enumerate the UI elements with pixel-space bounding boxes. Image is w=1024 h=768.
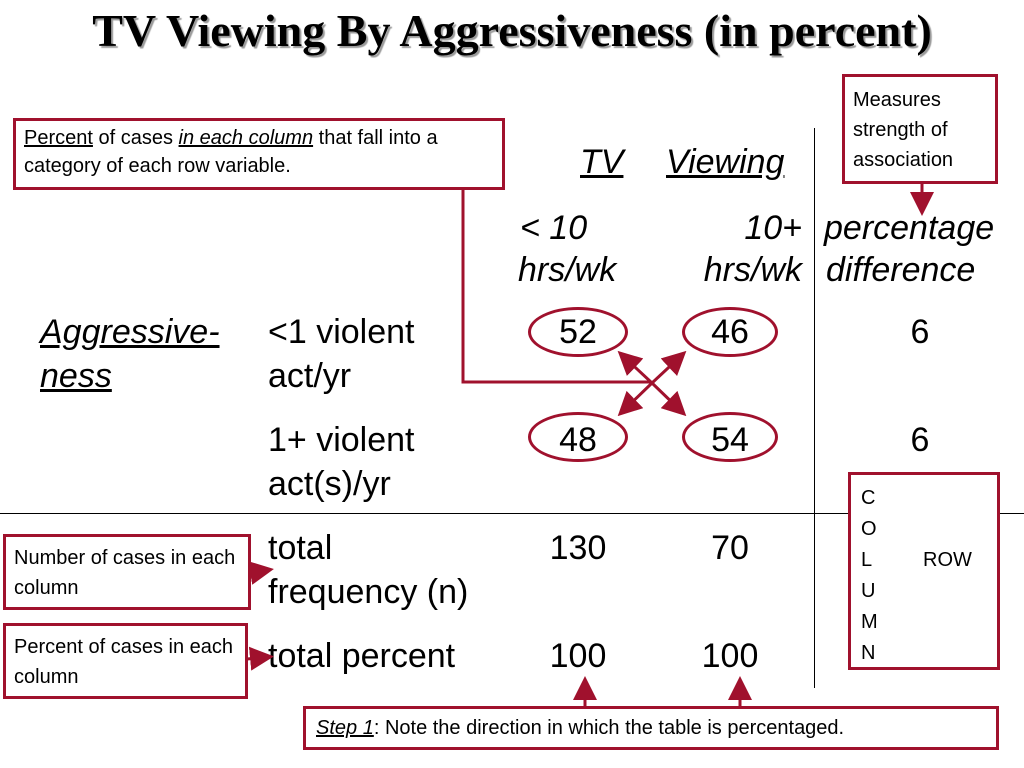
header-diff-line1: percentage bbox=[824, 209, 995, 247]
header-diff-line2: difference bbox=[826, 251, 976, 289]
arrow-to-52 bbox=[617, 350, 654, 385]
arrow-to-46 bbox=[650, 350, 687, 385]
callout-percent-rest: that fall into a category of each row va… bbox=[24, 127, 438, 177]
total-percent-col1: 100 bbox=[549, 637, 607, 675]
callout-percent-emph: in each column bbox=[178, 127, 314, 149]
header-col2-line1: 10+ bbox=[744, 209, 802, 247]
total-percent-label: total percent bbox=[268, 637, 456, 675]
callout-number-text: Number of cases in each column bbox=[14, 547, 236, 599]
callout-percent-word: Percent bbox=[24, 127, 93, 149]
callout-percent-of-cases: Percent of cases in each column bbox=[3, 623, 248, 699]
column-letter: C bbox=[861, 487, 876, 509]
highlight-circle bbox=[528, 412, 628, 462]
callout-measures-strength: Measures strength of association bbox=[842, 74, 998, 184]
table-divider-vertical bbox=[814, 128, 815, 688]
column-letter: L bbox=[861, 549, 873, 571]
column-letters: C O L U M N bbox=[861, 483, 878, 669]
header-col1-line1: < 10 bbox=[520, 209, 588, 247]
callout-column-row: C O L U M N ROW bbox=[848, 472, 1000, 670]
header-tv: TV bbox=[580, 143, 624, 181]
page-title: TV Viewing By Aggressiveness (in percent… bbox=[92, 5, 932, 56]
callout-measures-text: Measures strength of association bbox=[853, 89, 954, 171]
callout-number-of-cases: Number of cases in each column bbox=[3, 534, 251, 610]
row-label-line1: <1 violent bbox=[268, 313, 415, 351]
table-divider-horizontal bbox=[0, 513, 1024, 514]
arrow-to-total-frequency bbox=[248, 561, 274, 585]
column-letter: O bbox=[861, 518, 877, 540]
arrow-to-total-percent bbox=[246, 646, 274, 671]
step-text: : Note the direction in which the table … bbox=[373, 717, 845, 739]
step-label: Step 1 bbox=[316, 717, 374, 739]
row-label-line2: act(s)/yr bbox=[268, 465, 391, 503]
diff-value: 6 bbox=[910, 421, 930, 459]
total-frequency-col1: 130 bbox=[549, 529, 607, 567]
total-percent-col2: 100 bbox=[701, 637, 759, 675]
column-letter: M bbox=[861, 611, 878, 633]
highlight-circle bbox=[682, 307, 778, 357]
arrow-to-54 bbox=[650, 381, 687, 417]
column-letter: N bbox=[861, 642, 876, 664]
column-letter: U bbox=[861, 580, 876, 602]
callout-percent-cases-text: Percent of cases in each column bbox=[14, 636, 234, 688]
total-frequency-col2: 70 bbox=[711, 529, 749, 567]
header-viewing: Viewing bbox=[666, 143, 785, 181]
highlight-circle bbox=[682, 412, 778, 462]
highlight-circle bbox=[528, 307, 628, 357]
arrow-to-48 bbox=[617, 381, 654, 417]
row-label-line1: 1+ violent bbox=[268, 421, 415, 459]
row-variable-line1: Aggressive- bbox=[40, 313, 220, 351]
row-label-line2: act/yr bbox=[268, 357, 352, 395]
diff-value: 6 bbox=[910, 313, 930, 351]
row-word: ROW bbox=[923, 549, 972, 571]
total-frequency-label-line1: total bbox=[268, 529, 333, 567]
row-variable-line2: ness bbox=[40, 357, 112, 395]
header-col1-line2: hrs/wk bbox=[518, 251, 617, 289]
header-col2-line2: hrs/wk bbox=[703, 251, 802, 289]
total-frequency-label-line2: frequency (n) bbox=[268, 573, 469, 611]
callout-step-1: Step 1: Note the direction in which the … bbox=[303, 706, 999, 750]
connector-line bbox=[461, 188, 650, 384]
callout-percent-definition: Percent of cases in each column that fal… bbox=[13, 118, 505, 190]
callout-percent-mid: of cases bbox=[92, 127, 179, 149]
